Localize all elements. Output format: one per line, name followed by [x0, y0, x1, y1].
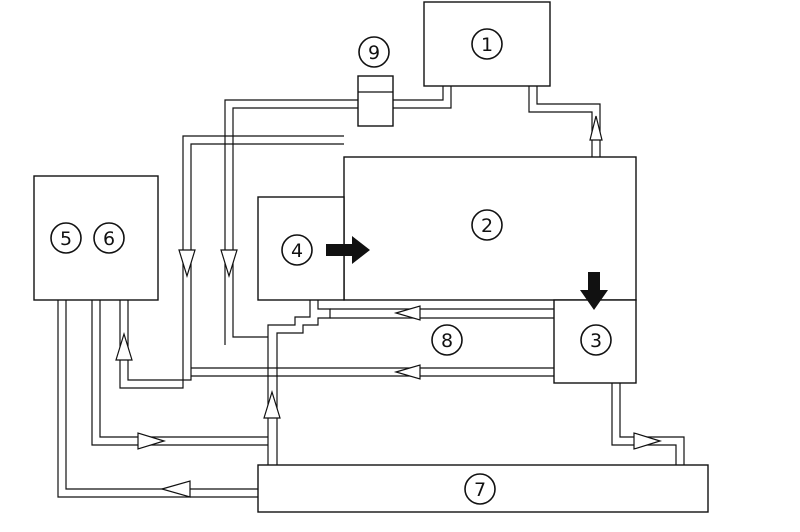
arrow-down-icon — [220, 249, 238, 279]
badge-2 — [471, 209, 503, 241]
fitting-inner — [276, 300, 331, 465]
labels: 1 2 3 4 5 6 7 8 9 — [50, 28, 612, 505]
pipe-56-mid-outer — [91, 300, 268, 446]
pipe-1-to-2-inner — [536, 86, 601, 157]
solid-arrow-right-icon — [326, 236, 370, 264]
solid-arrow-down-icon — [580, 272, 608, 310]
valve-9-body — [357, 75, 394, 127]
arrow-right-icon — [137, 432, 167, 450]
arrow-up-icon — [263, 389, 281, 419]
label-5: 5 — [60, 228, 72, 250]
badge-8 — [431, 324, 463, 356]
badge-5 — [50, 222, 82, 254]
badge-1 — [471, 28, 503, 60]
pipe-56-to-7-inner — [65, 300, 258, 490]
pipe-9-to-1 — [393, 86, 444, 101]
label-7: 7 — [474, 479, 486, 501]
arrow-right-icon — [633, 432, 663, 450]
arrow-down-icon — [178, 249, 196, 279]
badge-6 — [93, 222, 125, 254]
pipe-3-to-7-outer — [611, 383, 677, 465]
arrow-left-icon — [393, 364, 421, 380]
label-6: 6 — [103, 228, 115, 250]
arrow-left-icon — [159, 480, 191, 498]
pipes — [57, 86, 685, 498]
label-8: 8 — [441, 330, 453, 352]
pipe-1-to-2-outer — [528, 86, 593, 157]
pipe-56-mid-inner — [99, 300, 268, 438]
label-4: 4 — [291, 240, 303, 262]
badge-4 — [281, 234, 313, 266]
label-1: 1 — [481, 34, 493, 56]
arrow-left-icon — [393, 305, 421, 321]
label-9: 9 — [368, 42, 380, 64]
badge-3 — [580, 324, 612, 356]
pipe-56-to-7-outer — [57, 300, 258, 498]
boxes — [33, 1, 709, 513]
fitting-outer — [267, 300, 311, 465]
badge-7 — [464, 473, 496, 505]
arrow-up-icon — [589, 115, 603, 141]
label-2: 2 — [481, 215, 493, 237]
badge-9 — [358, 36, 390, 68]
arrow-up-icon — [115, 331, 133, 361]
pipe-9-left-inner — [232, 107, 358, 338]
pipe-9-to-1-inner — [393, 86, 452, 109]
label-3: 3 — [590, 330, 602, 352]
pipe-3-to-7-inner — [619, 383, 685, 465]
flow-arrows — [115, 115, 663, 498]
